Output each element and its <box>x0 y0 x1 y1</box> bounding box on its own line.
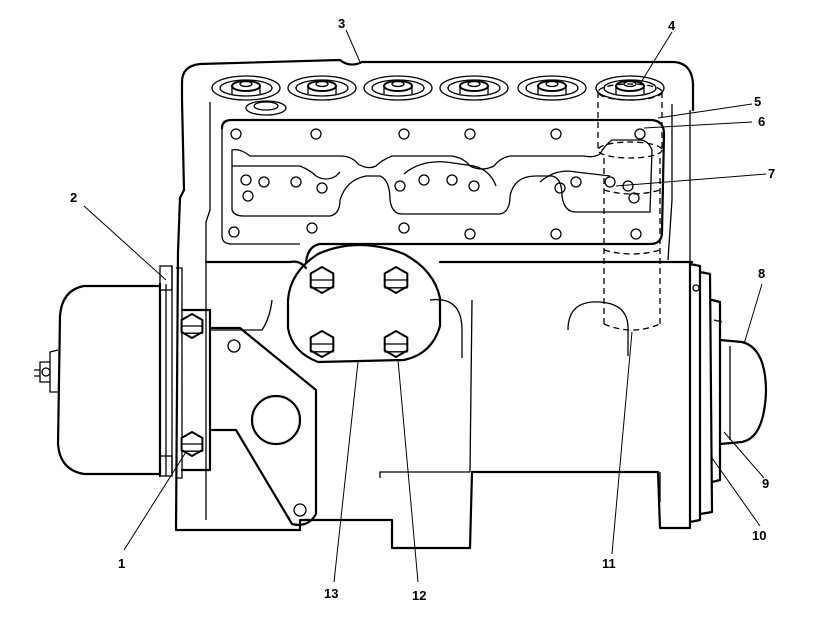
delivery-valve-holder <box>595 75 665 101</box>
gasket-hole <box>398 222 410 234</box>
gasket-hole <box>550 128 562 140</box>
callout-8: 8 <box>758 266 765 281</box>
callout-4: 4 <box>668 18 676 33</box>
gasket-hole <box>398 128 410 140</box>
delivery-valve-holders <box>211 75 665 101</box>
cover-bolts <box>309 265 409 359</box>
gasket-hole <box>240 174 252 186</box>
gasket-hole <box>570 176 582 188</box>
gasket-hole <box>446 174 458 186</box>
hex-bolt <box>180 430 204 458</box>
hex-bolt <box>309 265 335 295</box>
gasket-hole <box>550 228 562 240</box>
callout-11: 11 <box>602 556 616 571</box>
delivery-valve-holder <box>363 75 433 101</box>
delivery-valve-holder <box>439 75 509 101</box>
gasket-hole <box>306 222 318 234</box>
hex-bolt <box>383 265 409 295</box>
pumping-element-hidden <box>597 83 663 331</box>
gasket-hole <box>310 128 322 140</box>
hex-bolt <box>180 312 204 340</box>
callout-labels: 1 2 3 4 5 6 7 8 9 10 11 12 13 <box>70 16 775 603</box>
pump-housing <box>174 58 695 550</box>
gasket-hole <box>464 128 476 140</box>
gasket-hole <box>622 180 634 192</box>
hex-bolt <box>309 329 335 359</box>
gasket-hole <box>634 128 646 140</box>
callout-6: 6 <box>758 114 765 129</box>
callout-12: 12 <box>412 588 426 603</box>
delivery-valve-holder <box>287 75 357 101</box>
gasket-hole <box>418 174 430 186</box>
gasket-hole <box>630 228 642 240</box>
drive-coupling <box>688 262 768 524</box>
delivery-valve-holder <box>211 75 281 101</box>
gasket-hole <box>468 180 480 192</box>
gasket-hole <box>554 182 566 194</box>
gasket-plate <box>220 118 666 264</box>
gasket-hole <box>230 128 242 140</box>
gasket-holes <box>228 128 646 240</box>
callout-3: 3 <box>338 16 345 31</box>
governor-bolts <box>180 312 204 458</box>
gasket-hole <box>316 182 328 194</box>
callout-7: 7 <box>768 166 775 181</box>
callout-5: 5 <box>754 94 761 109</box>
gasket-hole <box>258 176 270 188</box>
callout-13: 13 <box>324 586 338 601</box>
callout-9: 9 <box>762 476 769 491</box>
hex-bolt <box>383 329 409 359</box>
inspection-cover <box>286 243 442 364</box>
callout-1: 1 <box>118 556 125 571</box>
gasket-hole <box>604 176 616 188</box>
gasket-hole <box>290 176 302 188</box>
governor-housing <box>34 265 212 479</box>
gasket-hole <box>394 180 406 192</box>
gasket-hole <box>242 190 254 202</box>
callout-2: 2 <box>70 190 77 205</box>
delivery-valve-holder <box>517 75 587 101</box>
leader-lines <box>83 29 767 583</box>
gasket-hole <box>628 192 640 204</box>
gasket-hole <box>464 228 476 240</box>
callout-10: 10 <box>752 528 766 543</box>
gasket-hole <box>228 226 240 238</box>
mounting-bracket <box>210 326 318 526</box>
